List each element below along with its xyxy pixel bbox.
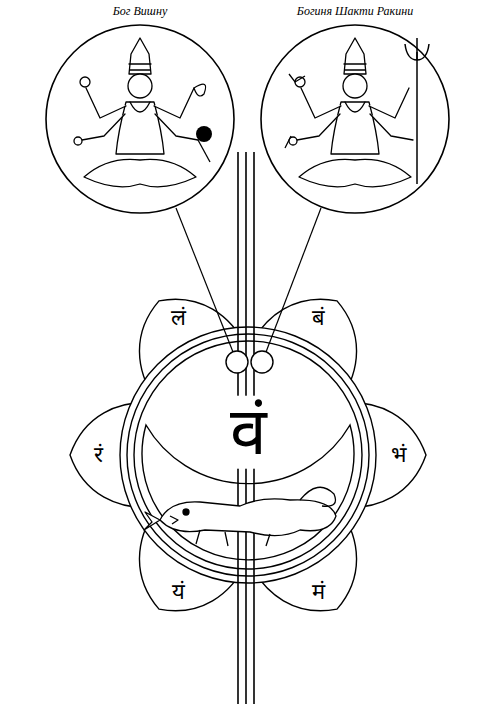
- petal-syllable: भं: [391, 443, 406, 467]
- deity-caption: Богиня Шакти Ракини: [297, 4, 413, 19]
- deity-circle: Богиня Шакти Ракини: [260, 24, 450, 214]
- deity-circle: Бог Вишну: [45, 24, 235, 214]
- petal-syllable: लं: [171, 306, 186, 330]
- deity-caption: Бог Вишну: [113, 4, 167, 19]
- petal-syllable: मं: [312, 580, 325, 604]
- circle-outline: [260, 24, 450, 214]
- petal-syllable: यं: [172, 580, 185, 604]
- petal-syllable: रं: [94, 443, 103, 467]
- circle-outline: [45, 24, 235, 214]
- bija-syllable: वं: [226, 396, 271, 469]
- petal-syllable: बं: [312, 306, 325, 330]
